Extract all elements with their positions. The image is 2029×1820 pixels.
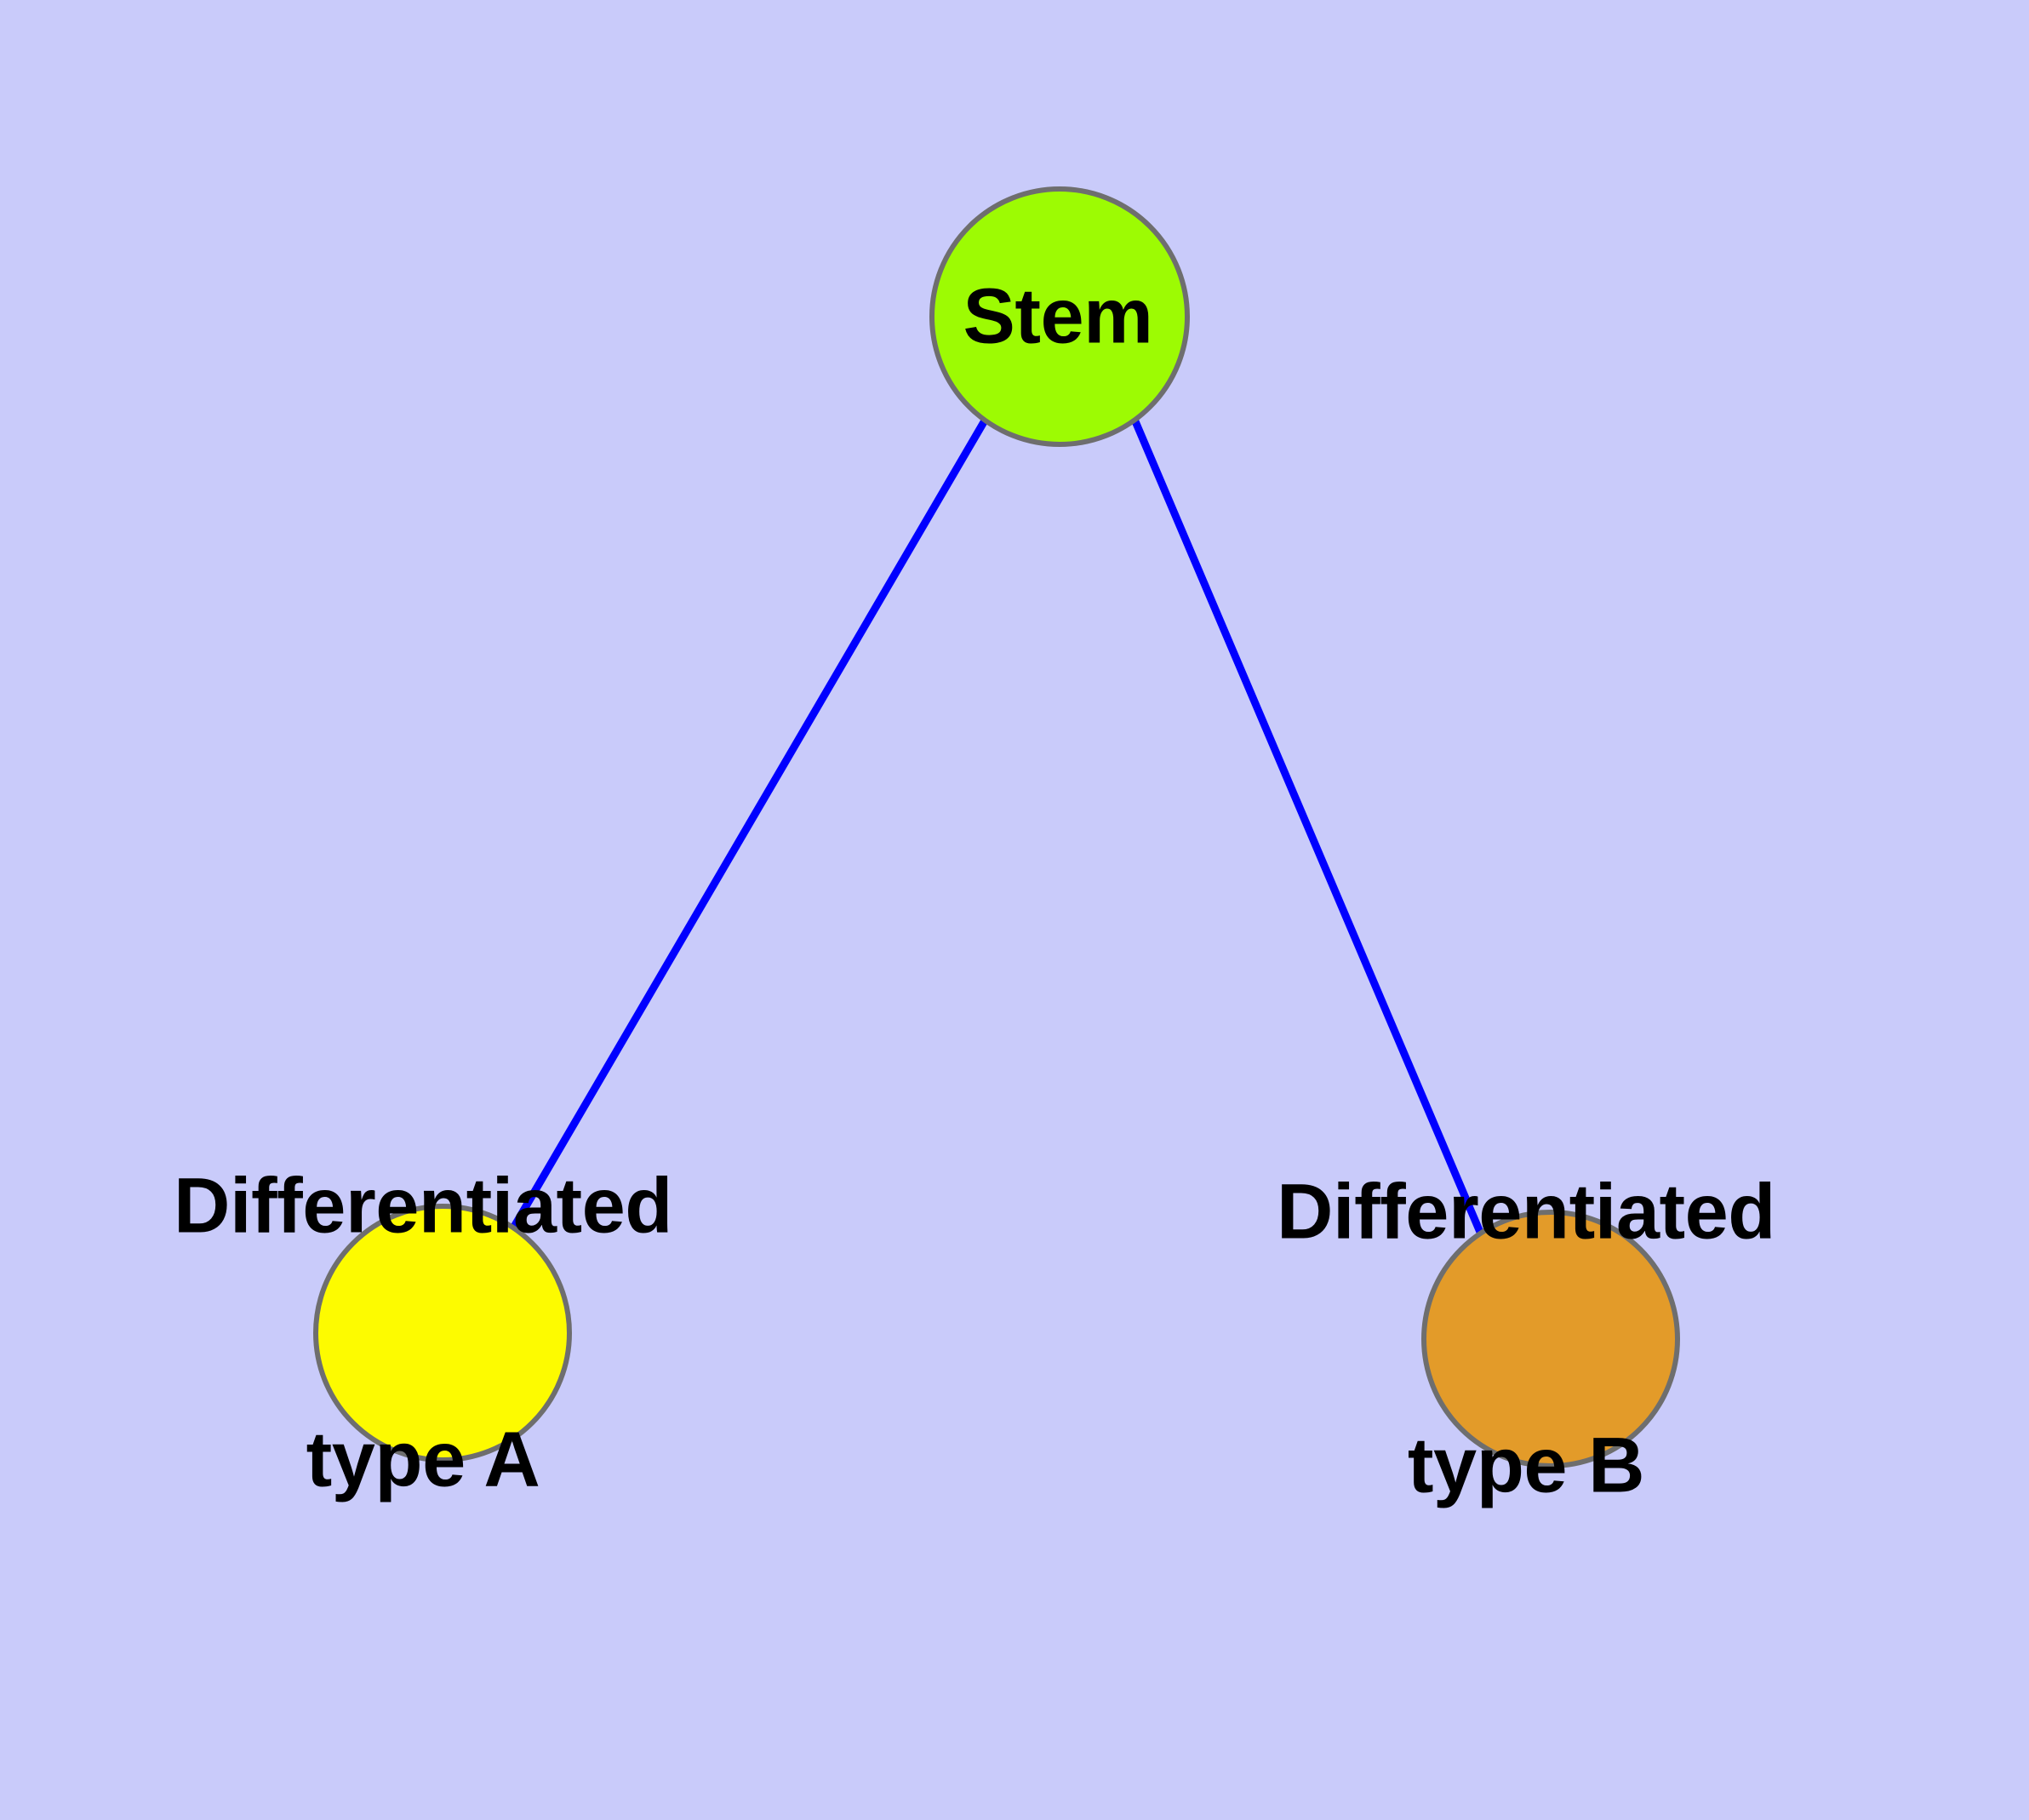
node-stem[interactable]	[929, 186, 1190, 447]
node-differentiated-type-a[interactable]	[313, 1204, 572, 1462]
node-differentiated-type-b[interactable]	[1421, 1210, 1680, 1468]
edge-layer	[511, 418, 1486, 1238]
edge-stem-to-diff-b[interactable]	[1131, 420, 1486, 1238]
edge-stem-to-diff-a[interactable]	[511, 418, 988, 1229]
node-layer	[313, 186, 1680, 1468]
